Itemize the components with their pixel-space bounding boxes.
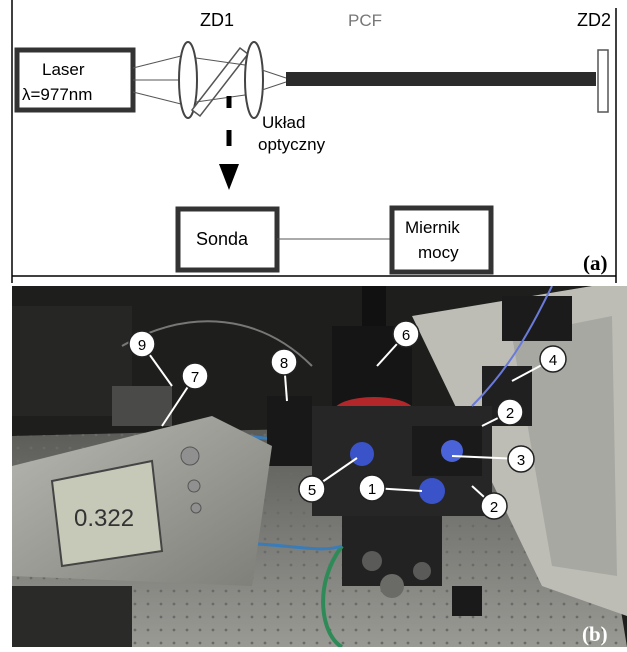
blue-fiber — [471, 285, 553, 407]
knob-c — [413, 562, 431, 580]
knob-a — [362, 551, 382, 571]
foreground-object — [12, 586, 132, 647]
meter-button-1 — [180, 446, 200, 466]
callout-1: 1 — [368, 481, 376, 498]
miernik-box — [389, 205, 494, 275]
callout-2-upper-circle — [496, 398, 524, 426]
lens-5 — [350, 442, 374, 466]
panel-a-label: (a) — [583, 251, 608, 275]
miernik-label: Miernik — [405, 218, 460, 237]
knob-b — [380, 574, 404, 598]
beam-between-upper — [195, 57, 253, 67]
callout-9: 9 — [138, 337, 146, 354]
photo-panel: 0.322 9 7 8 6 — [12, 285, 627, 649]
arrow-down — [219, 164, 239, 190]
label-zd1: ZD1 — [200, 10, 234, 30]
item-9 — [112, 386, 172, 426]
callout-6: 6 — [402, 327, 410, 344]
meter-display — [50, 459, 164, 568]
clamp — [452, 586, 482, 616]
label-zd2: ZD2 — [577, 10, 611, 30]
callout-8: 8 — [280, 355, 288, 372]
callout-4: 4 — [549, 352, 557, 369]
laser-box — [14, 47, 136, 113]
sonda-label: Sonda — [196, 229, 249, 249]
label-uklad: Układ — [262, 113, 305, 132]
callout-4-circle — [539, 345, 567, 373]
callout-5: 5 — [308, 482, 316, 499]
lens-1 — [178, 41, 198, 119]
setup-photo: 0.322 9 7 8 6 — [12, 285, 627, 649]
pcf-fiber — [286, 72, 596, 86]
lens-3 — [441, 440, 463, 462]
meter-button-3 — [190, 502, 202, 514]
callout-2-upper: 2 — [506, 405, 514, 422]
rail-mount-top — [502, 296, 572, 341]
schematic-panel: ZD1 PCF ZD2 Laser λ=977nm Układ optyczny — [0, 0, 627, 283]
callout-3: 3 — [517, 452, 525, 469]
lens-2 — [244, 41, 264, 119]
beam-focus-lower — [261, 81, 287, 91]
callout-3-circle — [507, 445, 535, 473]
label-pcf: PCF — [348, 11, 382, 30]
lens-1-photo — [419, 478, 445, 504]
beam-focus-upper — [261, 69, 287, 79]
callout-7: 7 — [191, 369, 199, 386]
probe-8 — [267, 396, 312, 466]
mocy-label: mocy — [418, 243, 459, 262]
panel-b-label: (b) — [582, 622, 608, 646]
beam-between-lower — [195, 93, 253, 103]
callout-2-lower-circle — [480, 492, 508, 520]
callout-2-lower: 2 — [490, 499, 498, 516]
schematic-diagram: ZD1 PCF ZD2 Laser λ=977nm Układ optyczny — [11, 0, 617, 283]
callout-markers: 9 7 8 6 4 2 3 2 5 1 — [128, 320, 567, 520]
callout-6-circle — [392, 320, 420, 348]
rail-plate — [512, 316, 617, 576]
callout-9-circle — [128, 330, 156, 358]
beam-upper — [132, 54, 186, 69]
post-top — [362, 286, 386, 326]
label-optyczny: optyczny — [258, 135, 326, 154]
callout-5-circle — [298, 475, 326, 503]
green-cable — [321, 544, 344, 649]
meter-reading: 0.322 — [74, 505, 134, 532]
laser-wavelength: λ=977nm — [22, 85, 92, 104]
mirror-zd2 — [597, 49, 609, 113]
laser-label: Laser — [42, 60, 85, 79]
callout-1-circle — [358, 474, 386, 502]
meter-button-2 — [187, 479, 201, 493]
callout-7-circle — [181, 362, 209, 390]
beam-lower — [132, 91, 186, 106]
callout-8-circle — [270, 348, 298, 376]
